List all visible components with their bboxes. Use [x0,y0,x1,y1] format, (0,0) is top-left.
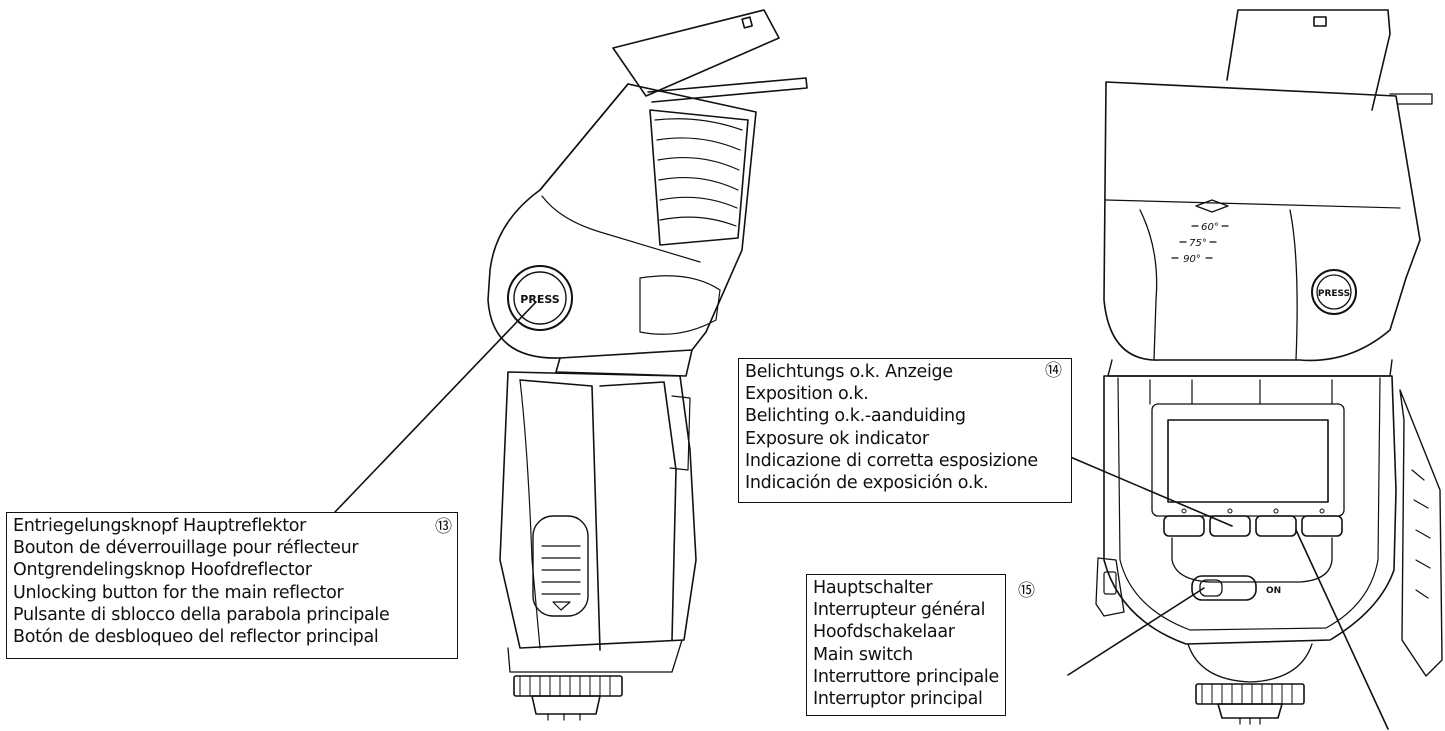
angle-mark-75: 75° [1189,238,1207,249]
callout-13-line-5: Pulsante di sblocco della parabola princ… [13,604,390,625]
angle-mark-90: 90° [1183,254,1201,265]
callout-14-line-5: Indicazione di corretta esposizione [745,450,1038,471]
callout-box-14: Belichtungs o.k. Anzeige Exposition o.k.… [738,358,1072,503]
callout-15-line-5: Interruttore principale [813,666,999,687]
leader-line-15 [1067,587,1205,676]
leader-line-14 [1067,455,1233,527]
right-flash-foot [1187,643,1313,725]
callout-box-13: Entriegelungsknopf Hauptreflektor Bouton… [6,512,458,659]
leader-line-16 [1295,529,1389,730]
callout-14-line-6: Indicación de exposición o.k. [745,473,989,494]
callout-14-line-2: Exposition o.k. [745,384,869,405]
callout-14-line-3: Belichting o.k.-aanduiding [745,406,966,427]
callout-14-line-1: Belichtungs o.k. Anzeige [745,362,953,382]
callout-15-line-6: Interruptor principal [813,689,983,710]
left-press-text: PRESS [520,293,559,306]
right-press-text: PRESS [1318,289,1350,299]
callout-15-line-4: Main switch [813,644,913,665]
callout-15-number: ⑮ [1018,581,1035,601]
callout-13-line-2: Bouton de déverrouillage pour réflecteur [13,538,359,559]
angle-mark-60: 60° [1201,222,1219,233]
callout-13-line-6: Botón de desbloqueo del reflector princi… [13,627,379,648]
left-flash-foot [513,675,623,721]
callout-15-line-3: Hoofdschakelaar [813,622,955,643]
callout-14-line-4: Exposure ok indicator [745,428,929,449]
right-flash-unit: PRESS 60° 75° 90° [1095,9,1443,725]
switch-on-text: ON [1266,586,1281,596]
left-flash-body [499,371,697,673]
left-bounce-card [612,9,808,103]
callout-13-line-4: Unlocking button for the main reflector [13,582,344,603]
leader-line-13 [334,301,537,513]
callout-13-line-3: Ontgrendelingsknop Hoofdreflector [13,560,312,581]
callout-15-line-2: Interrupteur général [813,600,986,621]
callout-13-line-1: Entriegelungsknopf Hauptreflektor [13,516,307,536]
leader-lines [334,301,1389,730]
callout-15-line-1: Hauptschalter [813,578,933,598]
callout-13-number: ⑬ [435,517,452,537]
left-flash-unit: PRESS [487,9,808,721]
callout-14-number: ⑭ [1045,361,1062,381]
right-flash-head: PRESS 60° 75° 90° [1103,81,1421,362]
callout-box-15: Hauptschalter Interrupteur général Hoofd… [806,574,1006,716]
right-bounce-card [1226,9,1433,111]
left-flash-head: PRESS [487,83,757,377]
right-flash-body: ON [1095,375,1443,677]
